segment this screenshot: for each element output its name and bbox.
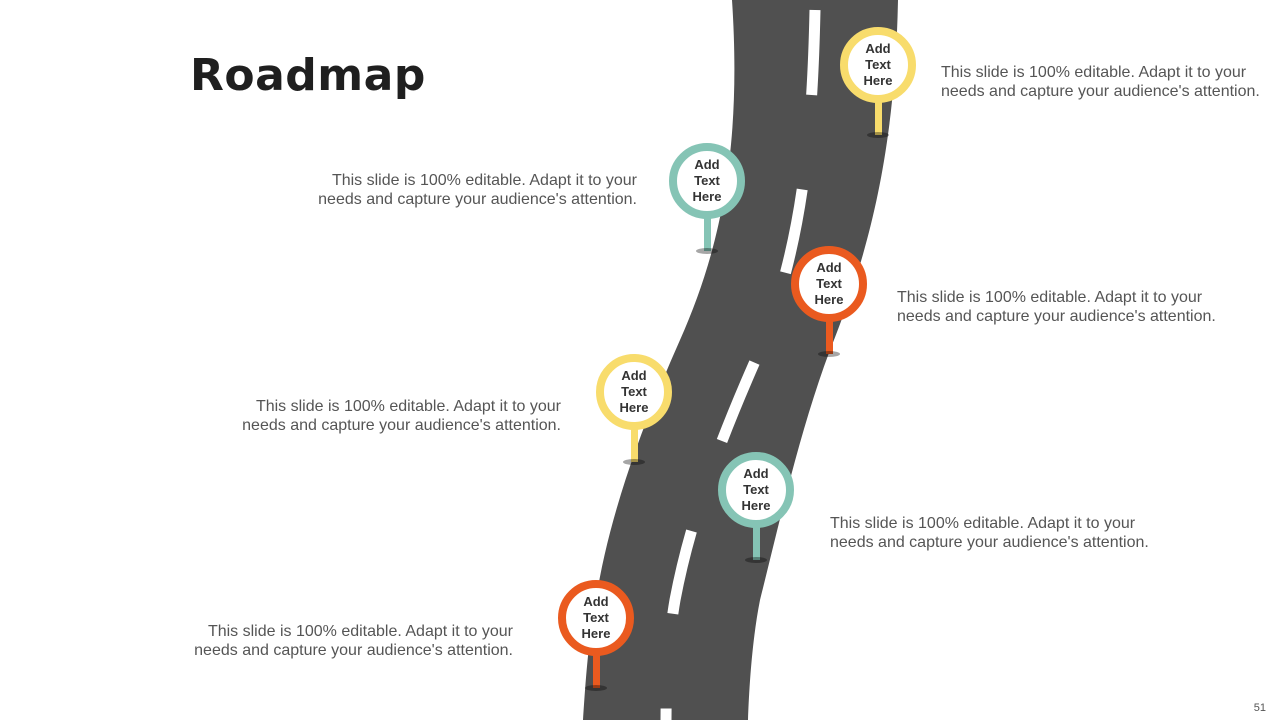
milestone-shadow: [818, 351, 840, 357]
milestone-pin-5[interactable]: Add Text Here: [718, 452, 794, 564]
milestone-circle: Add Text Here: [840, 27, 916, 103]
milestone-pin-1[interactable]: Add Text Here: [840, 27, 916, 139]
milestone-label: Add Text Here: [581, 594, 611, 641]
milestone-pin-6[interactable]: Add Text Here: [558, 580, 634, 692]
milestone-shadow: [623, 459, 645, 465]
milestone-circle: Add Text Here: [791, 246, 867, 322]
milestone-stem: [753, 524, 760, 560]
milestone-stem: [631, 426, 638, 462]
milestone-label: Add Text Here: [863, 41, 893, 88]
milestone-shadow: [585, 685, 607, 691]
milestone-stem: [875, 99, 882, 135]
milestone-circle: Add Text Here: [558, 580, 634, 656]
road-center-line: [660, 9, 821, 720]
milestone-label: Add Text Here: [692, 157, 722, 204]
milestone-stem: [826, 318, 833, 354]
milestone-stem: [593, 652, 600, 688]
milestone-label: Add Text Here: [619, 368, 649, 415]
milestone-pin-2[interactable]: Add Text Here: [669, 143, 745, 255]
milestone-shadow: [867, 132, 889, 138]
milestone-description-6: This slide is 100% editable. Adapt it to…: [194, 623, 513, 659]
milestone-label: Add Text Here: [741, 466, 771, 513]
milestone-description-3: This slide is 100% editable. Adapt it to…: [897, 289, 1216, 325]
milestone-label: Add Text Here: [814, 260, 844, 307]
milestone-shadow: [745, 557, 767, 563]
milestone-description-5: This slide is 100% editable. Adapt it to…: [830, 515, 1149, 551]
road-surface: [583, 0, 898, 720]
milestone-pin-4[interactable]: Add Text Here: [596, 354, 672, 466]
milestone-circle: Add Text Here: [596, 354, 672, 430]
milestone-description-4: This slide is 100% editable. Adapt it to…: [242, 398, 561, 434]
page-title: Roadmap: [190, 50, 426, 101]
milestone-circle: Add Text Here: [669, 143, 745, 219]
page-number: 51: [1253, 702, 1266, 714]
milestone-pin-3[interactable]: Add Text Here: [791, 246, 867, 358]
milestone-stem: [704, 215, 711, 251]
milestone-circle: Add Text Here: [718, 452, 794, 528]
milestone-description-2: This slide is 100% editable. Adapt it to…: [318, 172, 637, 208]
milestone-shadow: [696, 248, 718, 254]
milestone-description-1: This slide is 100% editable. Adapt it to…: [941, 64, 1260, 100]
